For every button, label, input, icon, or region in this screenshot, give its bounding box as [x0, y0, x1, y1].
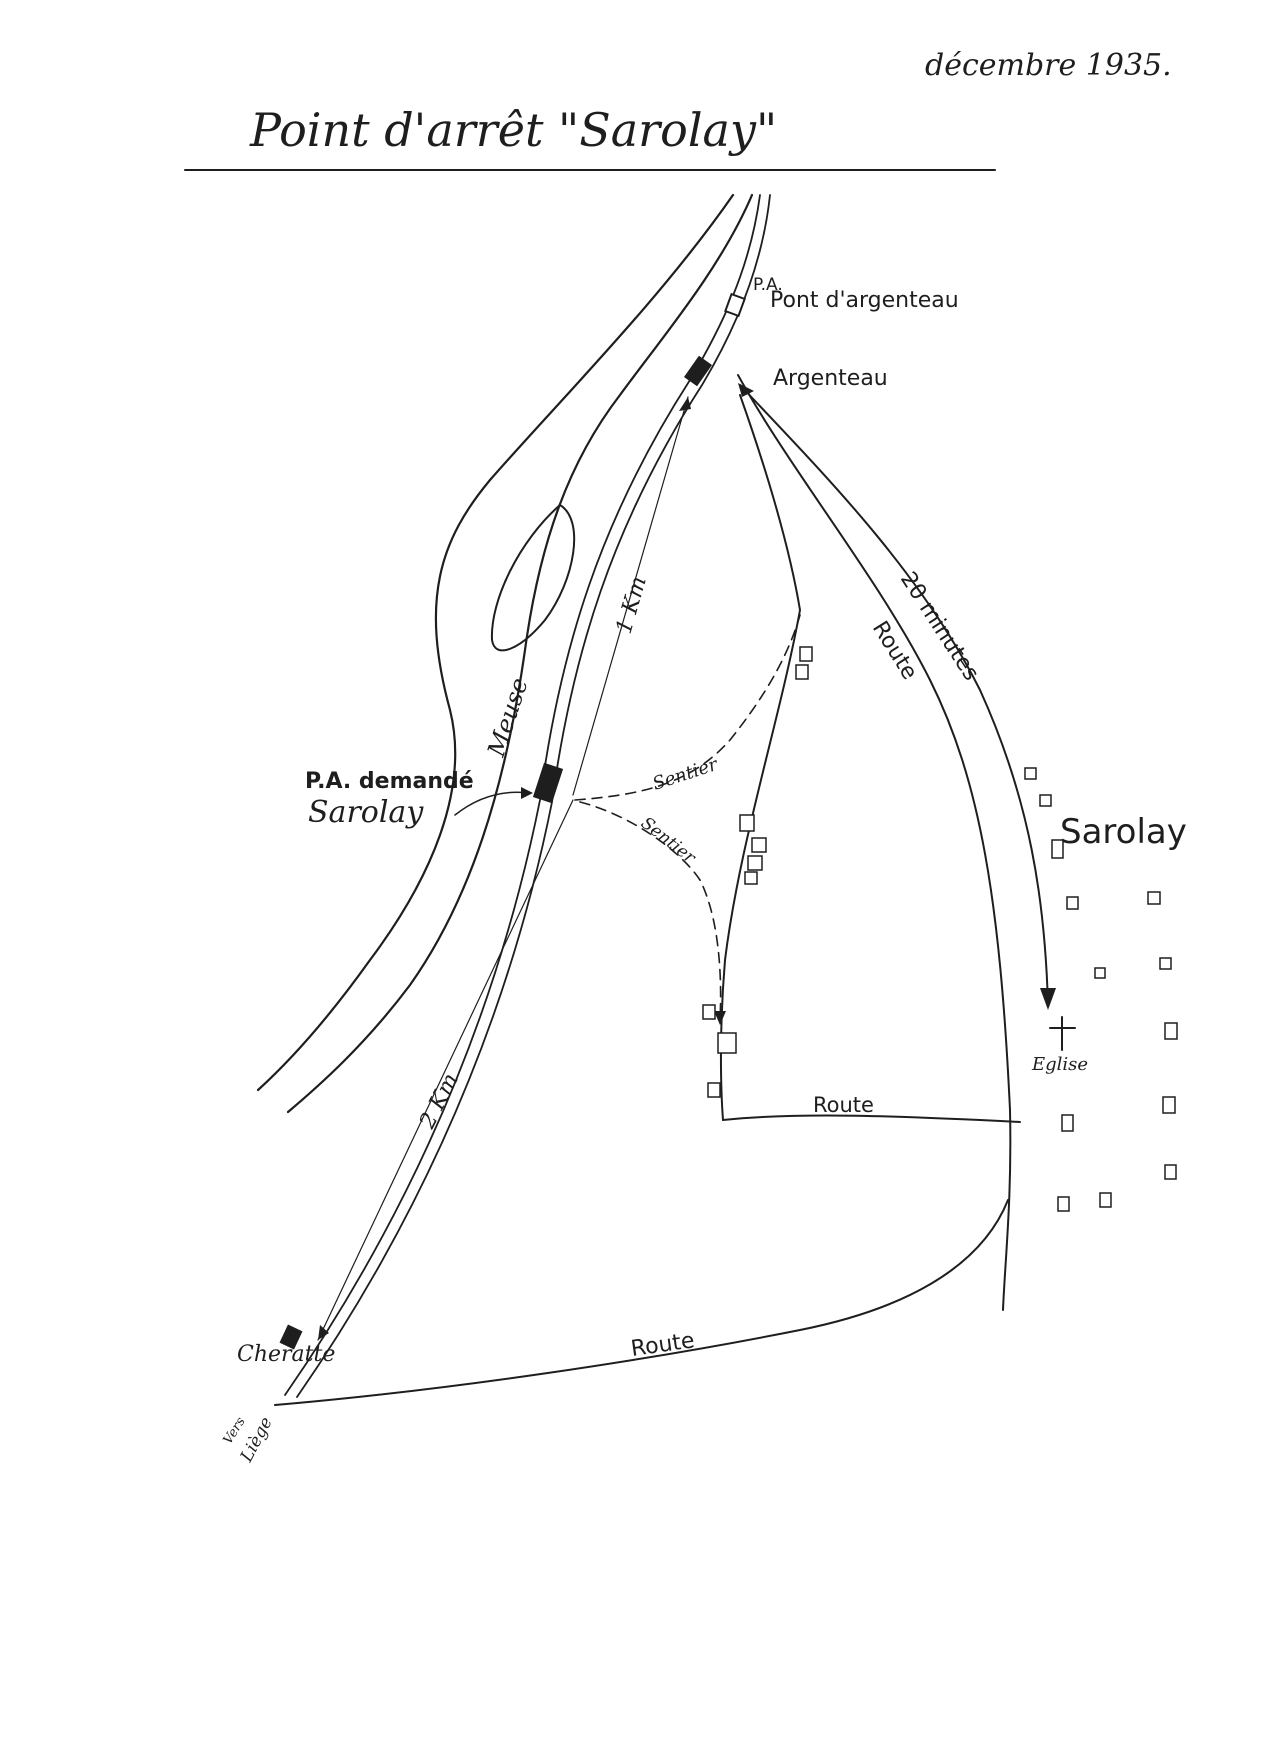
house: [1066, 896, 1079, 910]
house: [1057, 1196, 1070, 1212]
label-route-middle: Route: [813, 1093, 874, 1117]
house: [1094, 967, 1106, 979]
house: [1164, 1164, 1177, 1180]
arrow-proposed-station: [521, 787, 533, 799]
route-bottom: [274, 1199, 1009, 1406]
meuse-river-west-bank: [256, 193, 735, 1092]
distance-line-1km: [572, 396, 689, 796]
arrow-sentier-south: [714, 1011, 726, 1025]
label-cheratte: Cheratte: [237, 1342, 335, 1367]
walking-route-20min: [739, 384, 1049, 1006]
label-distance-2km: 2 Km: [415, 1069, 464, 1133]
house: [707, 1082, 721, 1098]
label-sentier-east: Sentier: [650, 754, 721, 795]
sentier-path-south: [579, 801, 722, 1021]
house: [702, 1004, 716, 1020]
label-pa-demande: P.A. demandé: [305, 769, 474, 794]
label-pa-pont: P.A.: [753, 275, 783, 295]
house: [1039, 794, 1052, 807]
meuse-river-east-bank: [286, 193, 754, 1114]
house: [1162, 1096, 1176, 1114]
route-argenteau-east: [737, 374, 1012, 1311]
house: [717, 1032, 737, 1054]
label-distance-1km: 1 Km: [612, 574, 652, 637]
label-eglise: Eglise: [1031, 1054, 1088, 1075]
route-middle: [722, 1114, 1021, 1123]
date-label: décembre 1935.: [925, 48, 1172, 83]
arrow-1km-north: [679, 397, 691, 411]
label-meuse: Meuse: [482, 674, 534, 760]
house: [1099, 1192, 1112, 1208]
arrow-2km-south: [318, 1325, 329, 1340]
house: [1147, 891, 1161, 905]
house: [795, 664, 809, 680]
label-pont-argenteau: Pont d'argenteau: [770, 288, 959, 313]
label-village-sarolay: Sarolay: [1060, 812, 1187, 852]
river-island: [490, 504, 576, 652]
house: [744, 871, 758, 885]
arrow-argenteau-pointer: [738, 383, 754, 397]
house: [1159, 957, 1172, 970]
station-pont-argenteau: [724, 292, 746, 318]
house: [1024, 767, 1037, 780]
station-argenteau: [683, 355, 713, 387]
arrow-20min-south: [1040, 988, 1056, 1010]
house: [1061, 1114, 1074, 1132]
lane-argenteau-south: [719, 394, 801, 1121]
label-argenteau: Argenteau: [773, 366, 888, 391]
station-cheratte: [279, 1324, 303, 1350]
label-pa-demande-name: Sarolay: [308, 795, 424, 830]
distance-line-2km: [317, 799, 574, 1341]
house: [1164, 1022, 1178, 1040]
sentier-path-east: [574, 614, 801, 801]
house: [799, 646, 813, 662]
map-title: Point d'arrêt "Sarolay": [249, 103, 777, 157]
label-route-bottom: Route: [629, 1328, 696, 1362]
railway-track-east: [296, 194, 771, 1398]
railway-track-west: [284, 194, 761, 1396]
house: [739, 814, 755, 832]
station-sarolay-proposed: [532, 762, 564, 804]
house: [751, 837, 767, 853]
house: [1051, 839, 1064, 859]
church-cross-icon: [1049, 1016, 1076, 1051]
house: [747, 855, 763, 871]
label-sentier-south: Sentier: [637, 813, 700, 868]
